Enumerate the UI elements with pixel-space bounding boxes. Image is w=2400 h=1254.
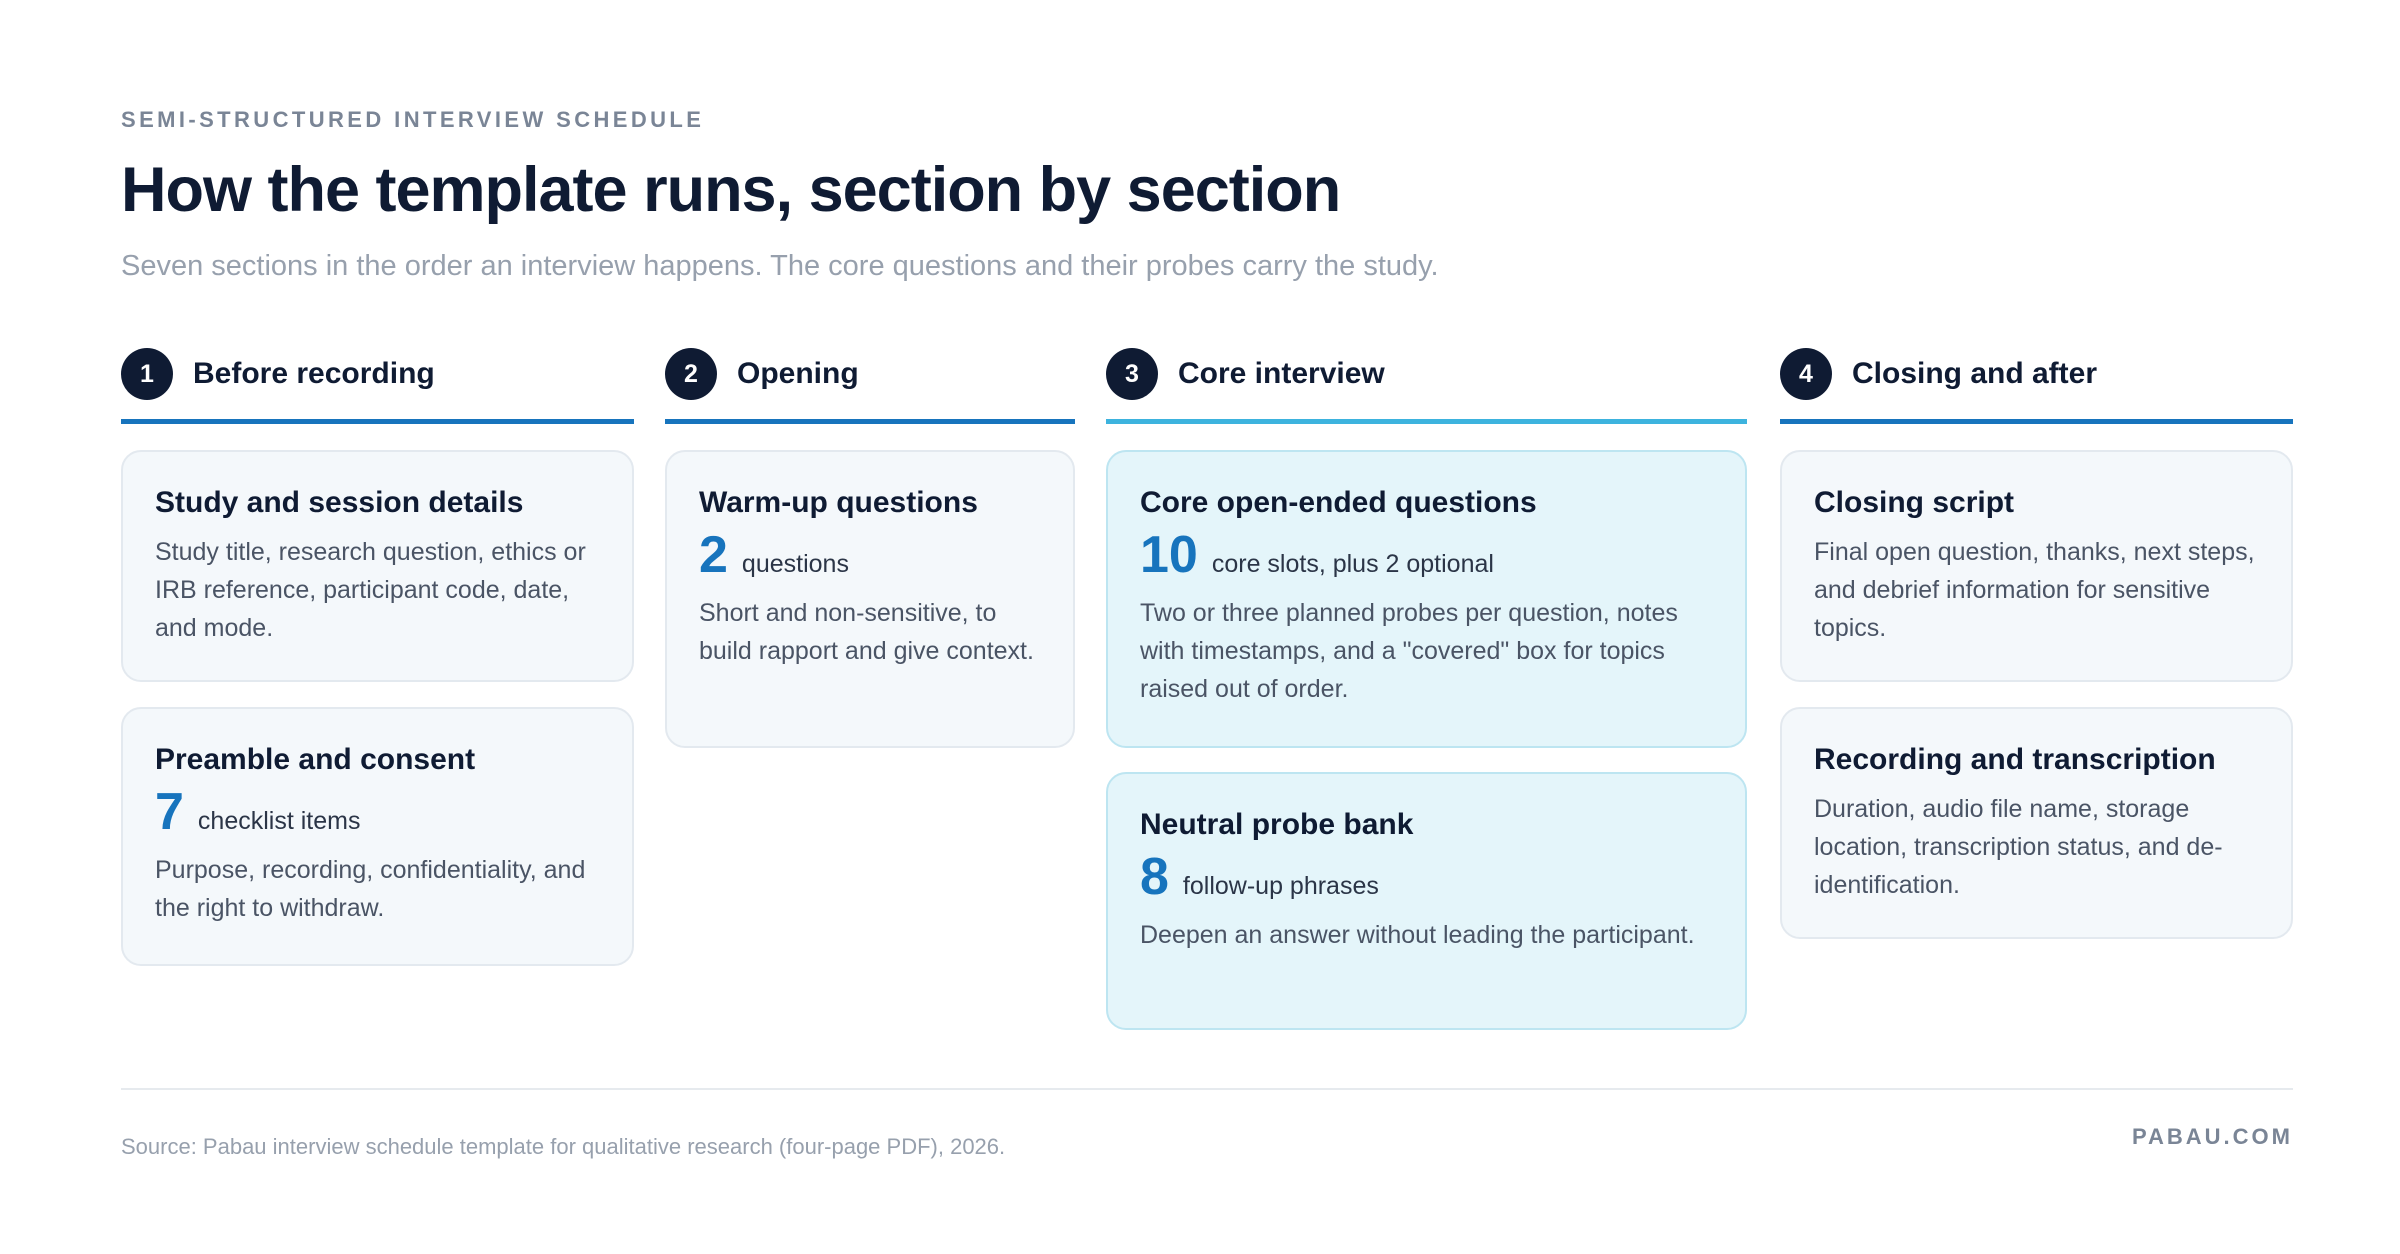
card-title: Study and session details [155, 486, 524, 519]
column-header: 2 Opening [665, 348, 1075, 424]
stat-label: follow-up phrases [1182, 872, 1379, 900]
card-description: Purpose, recording, confidentiality, and… [155, 856, 586, 923]
card-warm-up-questions: Warm-up questions 2 questions Short and … [665, 450, 1075, 748]
card-description: Final open question, thanks, next steps,… [1814, 538, 2255, 642]
card-study-session-details: Study and session details Study title, r… [121, 450, 634, 682]
card-title: Closing script [1814, 486, 2015, 519]
card-stat: 2 questions [699, 526, 1041, 584]
column-title: Core interview [1178, 357, 1385, 390]
card-title: Recording and transcription [1814, 743, 2216, 776]
card-description: Duration, audio file name, storage locat… [1814, 795, 2223, 899]
step-number-badge: 2 [665, 348, 717, 400]
step-number-badge: 4 [1780, 348, 1832, 400]
column-title: Closing and after [1852, 357, 2098, 390]
stat-label: checklist items [197, 807, 361, 835]
section-column-before-recording: 1 Before recording [121, 348, 634, 424]
step-number-badge: 1 [121, 348, 173, 400]
card-stat: 10 core slots, plus 2 optional [1140, 526, 1713, 584]
page-title: How the template runs, section by sectio… [121, 155, 1341, 225]
stat-label: questions [741, 550, 849, 578]
step-number-badge: 3 [1106, 348, 1158, 400]
stat-number: 8 [1140, 848, 1169, 906]
column-title: Before recording [193, 357, 435, 390]
stat-label: core slots, plus 2 optional [1211, 550, 1494, 578]
card-title: Neutral probe bank [1140, 808, 1414, 841]
card-description: Deepen an answer without leading the par… [1140, 921, 1695, 950]
card-description: Short and non-sensitive, to build rappor… [699, 599, 1034, 666]
source-note: Source: Pabau interview schedule templat… [121, 1134, 1006, 1159]
column-title: Opening [737, 357, 859, 390]
page-subtitle: Seven sections in the order an interview… [121, 250, 1439, 282]
section-column-opening: 2 Opening [665, 348, 1075, 424]
card-title: Warm-up questions [699, 486, 978, 519]
stat-number: 10 [1140, 526, 1198, 584]
column-header: 3 Core interview [1106, 348, 1747, 424]
card-description: Two or three planned probes per question… [1140, 599, 1678, 704]
stat-number: 7 [155, 783, 184, 841]
section-column-closing-after: 4 Closing and after [1780, 348, 2293, 424]
card-closing-script: Closing script Final open question, than… [1780, 450, 2293, 682]
card-stat: 7 checklist items [155, 783, 600, 841]
card-title: Preamble and consent [155, 743, 476, 776]
eyebrow-label: SEMI-STRUCTURED INTERVIEW SCHEDULE [121, 107, 705, 132]
column-header: 1 Before recording [121, 348, 634, 424]
card-neutral-probe-bank: Neutral probe bank 8 follow-up phrases D… [1106, 772, 1747, 1030]
footer-divider [121, 1088, 2293, 1090]
column-header: 4 Closing and after [1780, 348, 2293, 424]
section-column-core-interview: 3 Core interview [1106, 348, 1747, 424]
stat-number: 2 [699, 526, 728, 584]
card-title: Core open-ended questions [1140, 486, 1537, 519]
card-recording-transcription: Recording and transcription Duration, au… [1780, 707, 2293, 939]
brand-wordmark: PABAU.COM [2131, 1124, 2293, 1149]
card-description: Study title, research question, ethics o… [155, 538, 586, 642]
card-stat: 8 follow-up phrases [1140, 848, 1713, 906]
card-preamble-consent: Preamble and consent 7 checklist items P… [121, 707, 634, 966]
card-core-open-ended-questions: Core open-ended questions 10 core slots,… [1106, 450, 1747, 748]
